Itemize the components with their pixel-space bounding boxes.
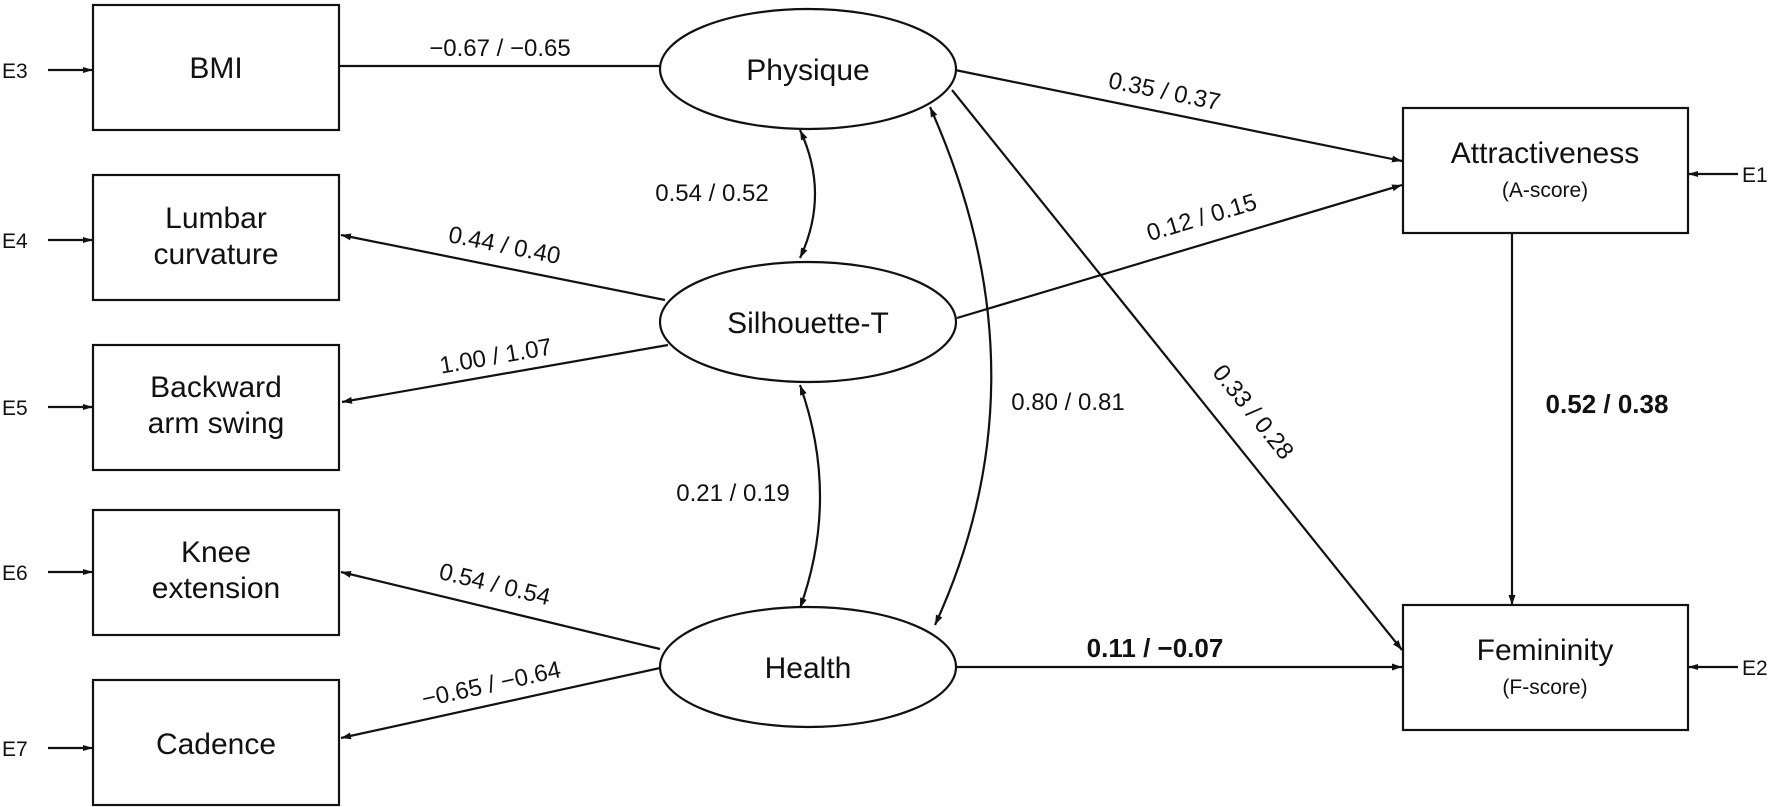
label-knee-line2: extension [152, 572, 280, 605]
box-cadence [91, 678, 341, 807]
ellipse-health [658, 605, 958, 729]
coef-health-knee: 0.54 / 0.54 [436, 558, 553, 611]
ellipse-physique [658, 7, 958, 131]
coef-silhouette-health: 0.21 / 0.19 [676, 480, 789, 507]
label-e3: E3 [2, 60, 28, 83]
arrow-physique-attractiveness [954, 68, 1403, 163]
box-femininity [1401, 603, 1690, 732]
label-health: Health [765, 652, 852, 685]
label-arm-line1: Backward [150, 371, 282, 404]
covariance-silhouette-health [798, 384, 822, 609]
arrow-silhouette-arm [341, 343, 669, 404]
coef-silhouette-attractiveness: 0.12 / 0.15 [1144, 189, 1260, 247]
coef-silhouette-arm: 1.00 / 1.07 [438, 334, 554, 380]
coef-attractiveness-femininity: 0.52 / 0.38 [1546, 389, 1669, 419]
coef-silhouette-lumbar: 0.44 / 0.40 [446, 221, 563, 270]
coef-physique-attractiveness: 0.35 / 0.37 [1106, 67, 1223, 116]
label-attractiveness-sub: (A-score) [1502, 179, 1588, 202]
label-femininity: Femininity [1477, 634, 1614, 667]
error-terms: E1 E2 E3 E4 E5 E6 E7 [2, 60, 1768, 761]
edges [48, 62, 1738, 751]
label-cadence: Cadence [156, 728, 276, 761]
coef-physique-health: 0.80 / 0.81 [1011, 389, 1124, 416]
box-attractiveness [1401, 106, 1690, 235]
label-lumbar-line2: curvature [153, 238, 278, 271]
covariance-physique-silhouette [799, 129, 817, 259]
label-arm-line2: arm swing [148, 407, 285, 440]
label-e5: E5 [2, 397, 28, 420]
arrow-silhouette-attractiveness [956, 183, 1403, 320]
label-e1: E1 [1742, 164, 1768, 187]
arrow-physique-femininity [951, 89, 1403, 651]
coef-health-femininity: 0.11 / −0.07 [1087, 633, 1224, 663]
arrow-health-cadence [340, 666, 661, 740]
coef-physique-femininity: 0.33 / 0.28 [1207, 360, 1299, 465]
label-e2: E2 [1742, 657, 1768, 680]
covariance-physique-health [928, 106, 993, 626]
box-lumbar-curvature [91, 173, 341, 302]
latent-factors: Physique Silhouette-T Health [658, 7, 958, 729]
label-bmi: BMI [189, 52, 242, 85]
label-silhouette-t: Silhouette-T [727, 307, 889, 340]
arrow-health-knee [340, 570, 661, 651]
label-knee-line1: Knee [181, 536, 251, 569]
box-backward-arm-swing [91, 343, 341, 472]
label-e6: E6 [2, 562, 28, 585]
label-femininity-sub: (F-score) [1502, 676, 1587, 699]
label-attractiveness: Attractiveness [1451, 137, 1639, 170]
outcome-boxes: Attractiveness (A-score) Femininity (F-s… [1401, 106, 1690, 732]
box-knee-extension [91, 508, 341, 637]
box-bmi [91, 3, 341, 132]
arrow-silhouette-lumbar [340, 233, 666, 302]
label-lumbar-line1: Lumbar [165, 202, 267, 235]
ellipse-silhouette-t [658, 260, 958, 384]
label-physique: Physique [746, 54, 869, 87]
coef-physique-bmi: −0.67 / −0.65 [429, 35, 570, 62]
label-e4: E4 [2, 230, 28, 253]
coef-physique-silhouette: 0.54 / 0.52 [655, 180, 768, 207]
label-e7: E7 [2, 738, 28, 761]
indicator-boxes: BMI Lumbar curvature Backward arm swing … [91, 3, 341, 807]
